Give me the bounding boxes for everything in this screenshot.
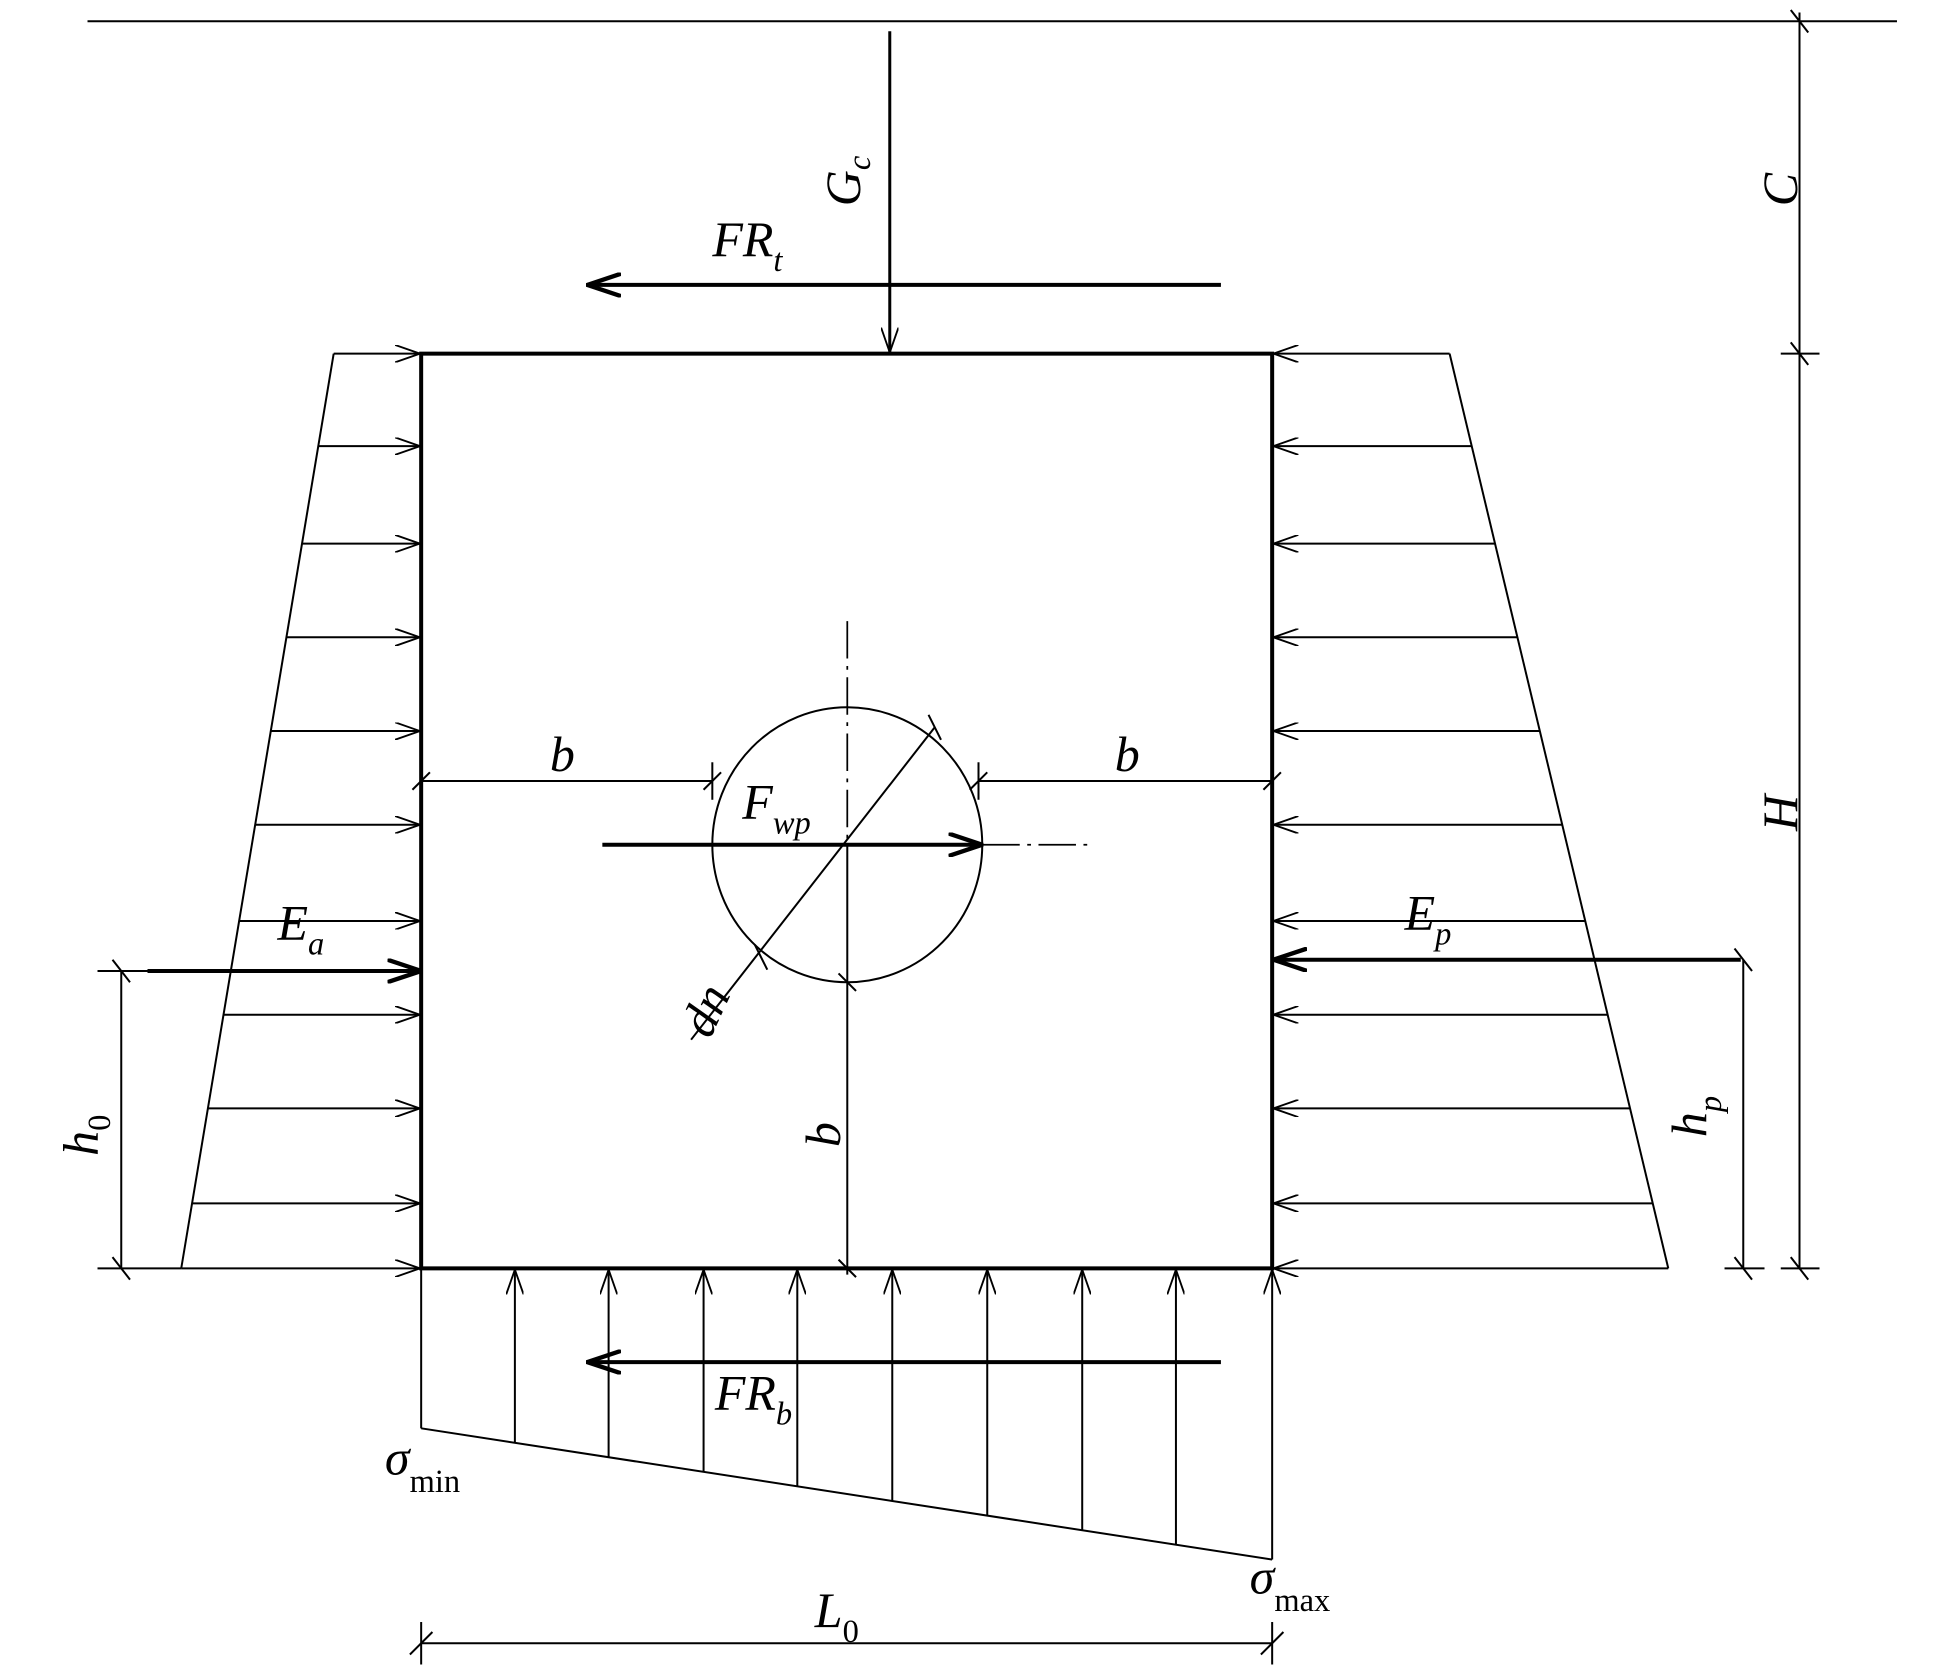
diameter-tick	[927, 714, 942, 741]
tick	[1262, 771, 1282, 791]
b-right-label: b	[1115, 726, 1140, 782]
tick	[111, 1256, 131, 1281]
tick	[1260, 1631, 1285, 1656]
passive-earth-pressure-distribution	[1273, 353, 1670, 1269]
ep-label: Ep	[1404, 885, 1452, 953]
c-label: C	[1752, 172, 1808, 206]
ea-label: Ea	[276, 895, 324, 963]
tick	[1733, 947, 1753, 972]
diameter-tick	[753, 944, 769, 971]
tick	[111, 959, 131, 983]
active-earth-pressure-distribution	[180, 353, 420, 1269]
tick	[409, 1631, 434, 1656]
frb-label: FRb	[714, 1365, 792, 1433]
gc-label: Gc	[815, 155, 878, 206]
sigma-min-label: σmin	[385, 1430, 460, 1500]
tick	[837, 972, 857, 992]
sigma-max-label: σmax	[1250, 1548, 1331, 1618]
h-label: H	[1752, 792, 1808, 832]
fwp-label: Fwp	[741, 774, 810, 842]
tick	[1733, 1256, 1753, 1281]
b-vertical-label: b	[795, 1122, 851, 1147]
tick	[1789, 9, 1810, 34]
left-pressure-envelope	[180, 353, 335, 1269]
base-pressure-distribution	[420, 1268, 1273, 1561]
base-pressure-envelope	[421, 1427, 1273, 1561]
h0-label: h0	[53, 1115, 118, 1156]
tick	[1789, 341, 1810, 366]
tick	[1789, 1256, 1810, 1281]
dn-label: dn	[669, 975, 741, 1044]
tick	[411, 771, 431, 791]
hp-label: hp	[1661, 1096, 1729, 1137]
right-pressure-envelope	[1448, 353, 1670, 1269]
diameter-dimension-line	[690, 726, 936, 1041]
b-left-label: b	[550, 726, 575, 782]
l0-label: L0	[814, 1582, 859, 1650]
tick	[837, 1258, 857, 1278]
frt-label: FRt	[711, 211, 783, 279]
